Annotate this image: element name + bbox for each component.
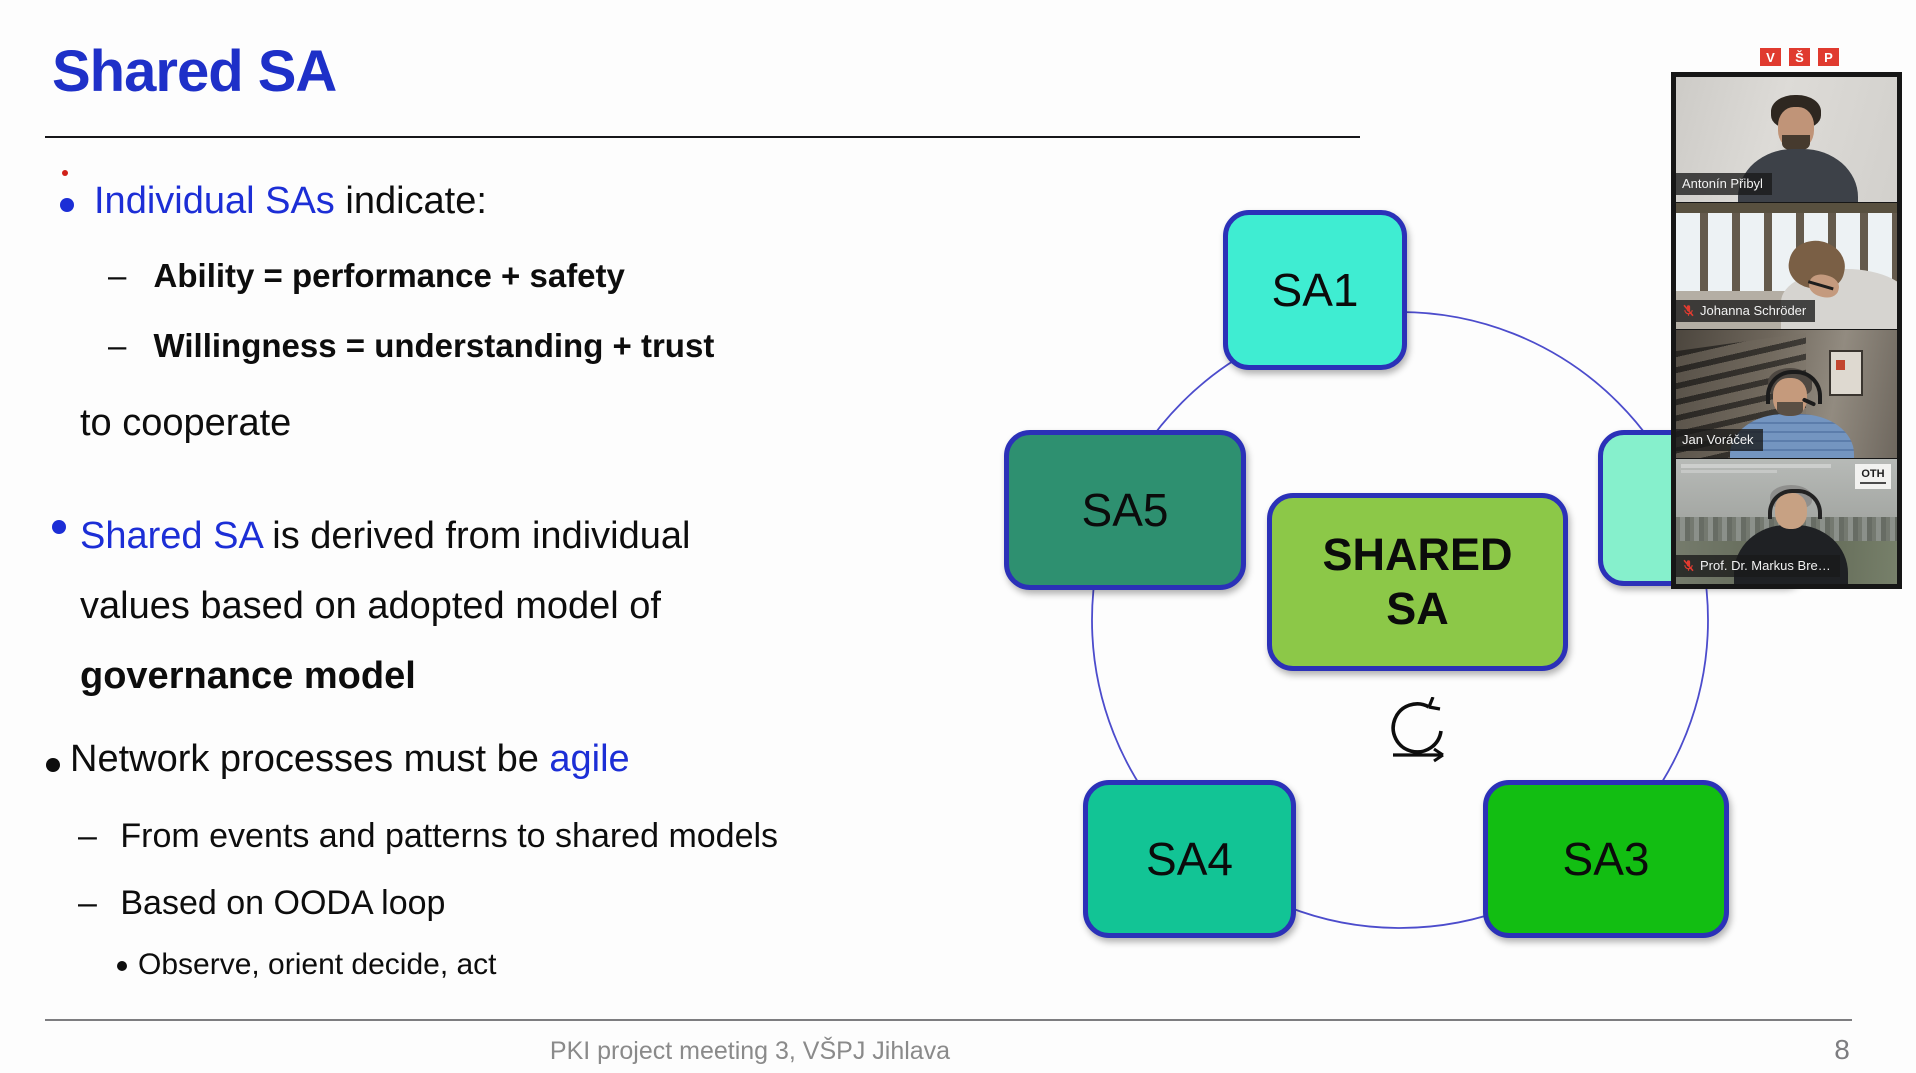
- headset-figure: [1766, 370, 1822, 404]
- participant-name: Johanna Schröder: [1700, 303, 1807, 318]
- diagram-node-sa3: SA3: [1483, 780, 1729, 938]
- sub-bullet-ability: – Ability = performance + safety: [108, 257, 625, 295]
- participant-name-label: Antonín Přibyl: [1676, 173, 1772, 195]
- oth-logo-bar: [1860, 482, 1886, 484]
- bullet-rest-text: indicate:: [334, 180, 487, 222]
- agile-loop-icon: [1391, 697, 1444, 763]
- participant-video-johanna[interactable]: Johanna Schröder: [1676, 203, 1897, 329]
- sub-bullet-text: Ability = performance + safety: [153, 257, 625, 294]
- bullet-line: Shared SA is derived from individual: [80, 501, 690, 571]
- sub-bullet-text: Based on OODA loop: [120, 884, 446, 922]
- diagram-node-sa4: SA4: [1083, 780, 1296, 938]
- logo-letter-s: Š: [1789, 48, 1810, 66]
- sub-bullet-text: From events and patterns to shared model…: [120, 817, 779, 855]
- webcam-scene: [1831, 352, 1861, 394]
- webcam-scene: [1836, 360, 1845, 370]
- dash-icon: –: [78, 884, 97, 922]
- footer-divider: [45, 1019, 1852, 1021]
- slide-title: Shared SA: [52, 39, 337, 104]
- bullet-line: values based on adopted model of: [80, 585, 661, 627]
- node-label: SA1: [1271, 264, 1359, 316]
- dash-icon: –: [108, 257, 127, 294]
- webcam-scene: [1676, 203, 1897, 213]
- bullet-pre-text: Network processes must be: [70, 738, 550, 780]
- bullet-icon: [60, 198, 74, 212]
- person-figure: [1777, 402, 1803, 416]
- bullet-continuation: to cooperate: [80, 402, 292, 444]
- bullet-line-bold: governance model: [80, 655, 416, 697]
- diagram-node-sa5: SA5: [1004, 430, 1246, 590]
- bullet-network-processes: Network processes must be agile: [70, 738, 630, 781]
- bullet-rest-text: is derived from individual: [261, 515, 691, 557]
- diagram-node-sa1: SA1: [1223, 210, 1407, 370]
- bullet-lead-text: Shared SA: [80, 515, 262, 557]
- bullet-icon: [46, 758, 60, 772]
- participant-name-label: Prof. Dr. Markus Bre…: [1676, 555, 1840, 577]
- participant-video-markus[interactable]: OTH Prof. Dr. Markus Bre…: [1676, 459, 1897, 584]
- dash-icon: –: [78, 817, 97, 855]
- node-label: SA4: [1146, 833, 1233, 885]
- sub-sub-bullet-observe: Observe, orient decide, act: [138, 948, 497, 981]
- participant-name: Jan Voráček: [1682, 432, 1754, 447]
- participant-video-antonin[interactable]: Antonín Přibyl: [1676, 77, 1897, 202]
- sub-bullet-willingness: – Willingness = understanding + trust: [108, 327, 714, 365]
- participant-name: Antonín Přibyl: [1682, 176, 1763, 191]
- muted-mic-icon: [1683, 304, 1694, 317]
- dash-icon: –: [108, 327, 127, 364]
- sub-bullet-ooda: – Based on OODA loop: [78, 884, 445, 923]
- oth-logo: OTH: [1855, 464, 1891, 489]
- camera-overlay-text: [1681, 464, 1831, 468]
- logo-letter-p: P: [1818, 48, 1839, 66]
- slide-page-number: 8: [1834, 1034, 1850, 1065]
- node-label: SHARED: [1322, 529, 1513, 580]
- node-label: SA: [1386, 583, 1449, 634]
- sub-bullet-events: – From events and patterns to shared mod…: [78, 817, 778, 856]
- headset-figure: [1768, 489, 1822, 519]
- person-figure: [1782, 135, 1810, 151]
- bullet-individual-sas: Individual SAs indicate:: [94, 180, 487, 223]
- diagram-node-shared-sa: SHARED SA: [1267, 493, 1568, 671]
- muted-mic-icon: [1683, 559, 1694, 572]
- sub-bullet-text: Willingness = understanding + trust: [153, 327, 715, 364]
- participant-name-label: Jan Voráček: [1676, 429, 1763, 451]
- laser-pointer-dot: [62, 170, 68, 176]
- node-label: SA3: [1562, 833, 1650, 885]
- bullet-icon: [117, 961, 127, 971]
- camera-overlay-text: [1681, 470, 1777, 473]
- bullet-accent-text: agile: [549, 738, 630, 780]
- footer-caption: PKI project meeting 3, VŠPJ Jihlava: [549, 1037, 951, 1065]
- bullet-icon: [52, 520, 66, 534]
- video-call-panel[interactable]: Antonín Přibyl Johanna Schröder: [1671, 72, 1902, 589]
- oth-logo-text: OTH: [1861, 468, 1885, 480]
- bullet-shared-sa: Shared SA is derived from individual val…: [80, 501, 690, 711]
- logo-letter-v: V: [1760, 48, 1781, 66]
- participant-video-jan-active-speaker[interactable]: Jan Voráček: [1676, 330, 1897, 458]
- participant-name-label: Johanna Schröder: [1676, 300, 1816, 322]
- participant-name: Prof. Dr. Markus Bre…: [1700, 558, 1831, 573]
- bullet-lead-text: Individual SAs: [94, 180, 335, 222]
- title-divider: [45, 136, 1360, 138]
- node-label: SA5: [1081, 484, 1169, 536]
